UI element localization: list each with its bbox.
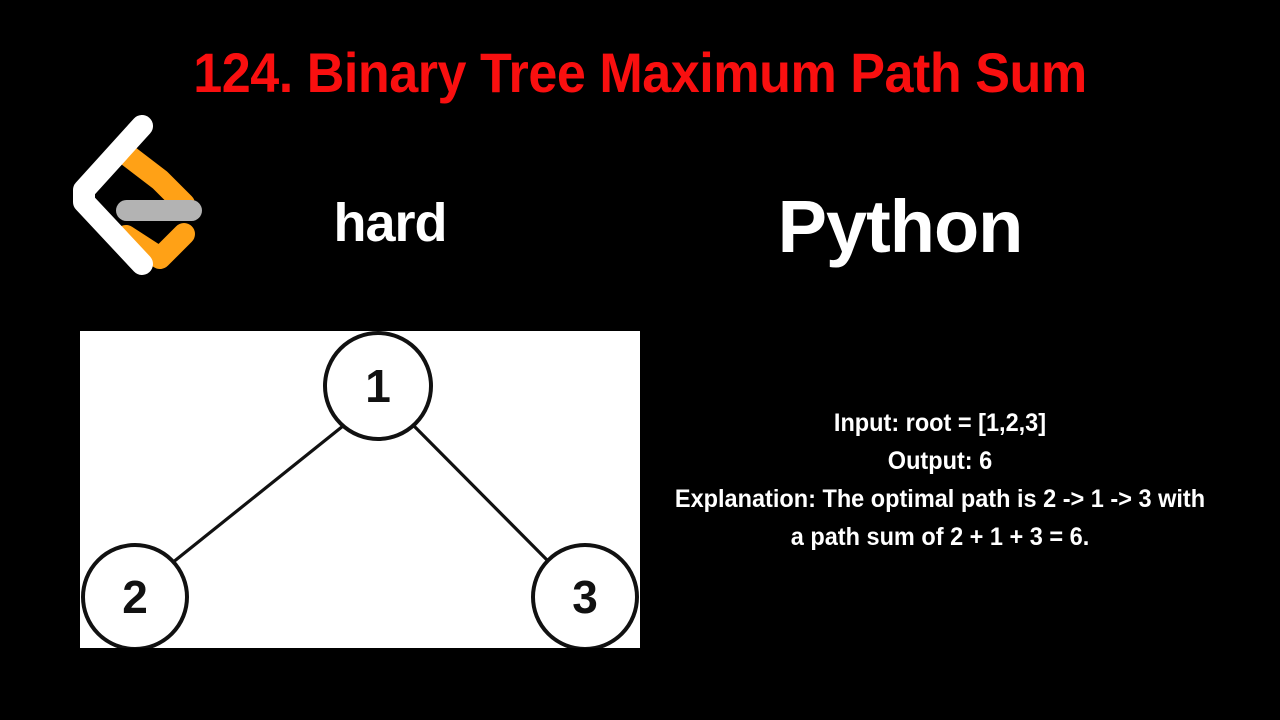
tree-node-label-1: 1 bbox=[365, 360, 391, 412]
leetcode-logo bbox=[64, 112, 214, 277]
logo-gray-bar bbox=[116, 200, 202, 221]
logo-orange-arc-top bbox=[115, 143, 195, 215]
example-text-block: Input: root = [1,2,3] Output: 6 Explanat… bbox=[0, 404, 1280, 556]
example-explanation-line-1: Explanation: The optimal path is 2 -> 1 … bbox=[674, 485, 1206, 513]
example-output-line: Output: 6 bbox=[887, 447, 993, 475]
tree-node-circle-1 bbox=[323, 331, 433, 441]
example-input-line: Input: root = [1,2,3] bbox=[833, 409, 1047, 437]
logo-white-chevron bbox=[73, 115, 153, 275]
tree-node-circle-3 bbox=[531, 543, 639, 648]
tree-edge-1-2 bbox=[170, 424, 345, 565]
binary-tree-diagram: 1 2 3 bbox=[80, 331, 640, 648]
tree-node-label-3: 3 bbox=[572, 571, 598, 623]
page-title: 124. Binary Tree Maximum Path Sum bbox=[193, 41, 1087, 104]
example-explanation-line-2: a path sum of 2 + 1 + 3 = 6. bbox=[790, 523, 1090, 551]
difficulty-badge: hard bbox=[333, 193, 447, 253]
tree-node-circle-2 bbox=[81, 543, 189, 648]
language-badge: Python bbox=[777, 185, 1024, 268]
tree-edge-1-3 bbox=[412, 424, 552, 565]
tree-node-label-2: 2 bbox=[122, 571, 148, 623]
